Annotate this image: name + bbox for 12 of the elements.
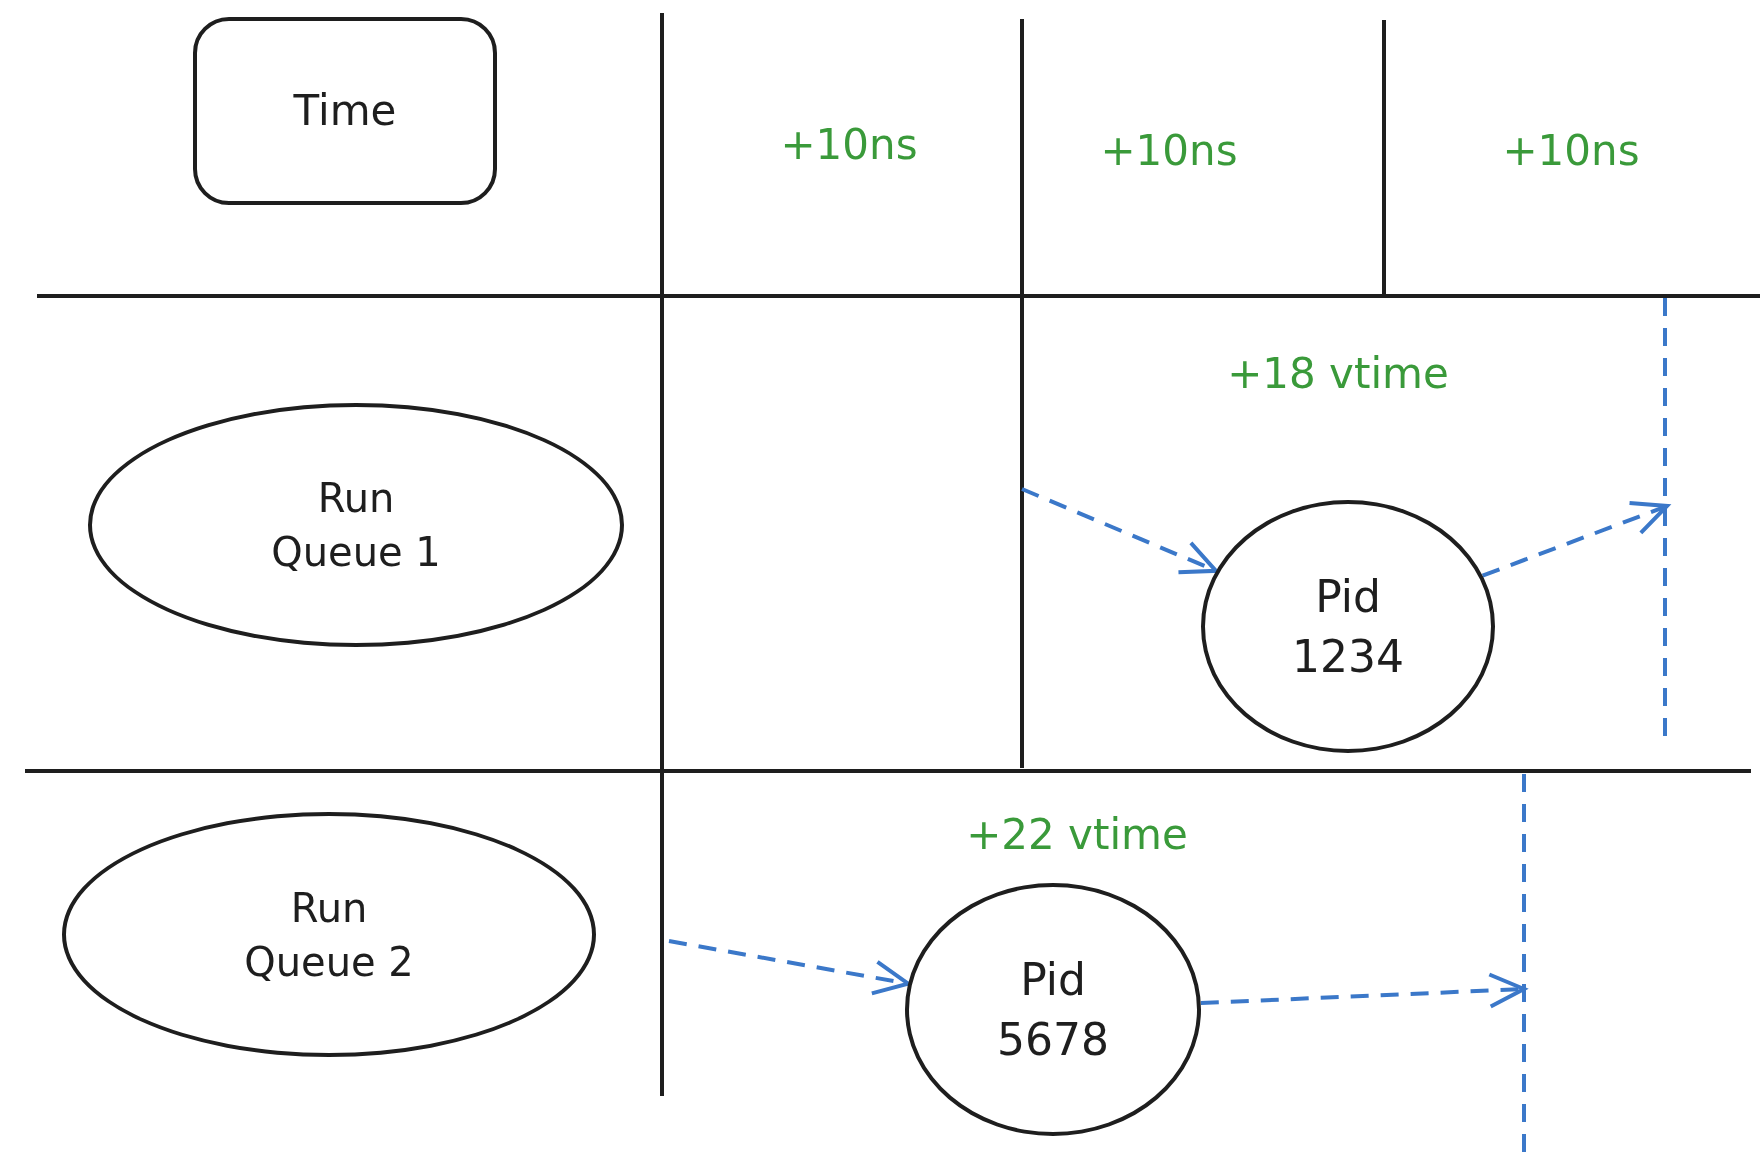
process-circle: Pid 5678 (905, 883, 1201, 1136)
run-queue-ellipse: Run Queue 1 (88, 403, 624, 647)
process-circle: Pid 1234 (1201, 500, 1495, 753)
dashed-arrow (1021, 487, 1218, 575)
dashed-arrow (1200, 972, 1526, 1009)
vtime-label: +22 vtime (966, 808, 1188, 861)
duration-label: +10ns (780, 118, 918, 171)
duration-label: +10ns (1100, 124, 1238, 177)
duration-label: +10ns (1502, 124, 1640, 177)
run-queue-ellipse: Run Queue 2 (62, 812, 596, 1057)
vtime-label: +18 vtime (1227, 347, 1449, 400)
time-box: Time (193, 17, 497, 205)
